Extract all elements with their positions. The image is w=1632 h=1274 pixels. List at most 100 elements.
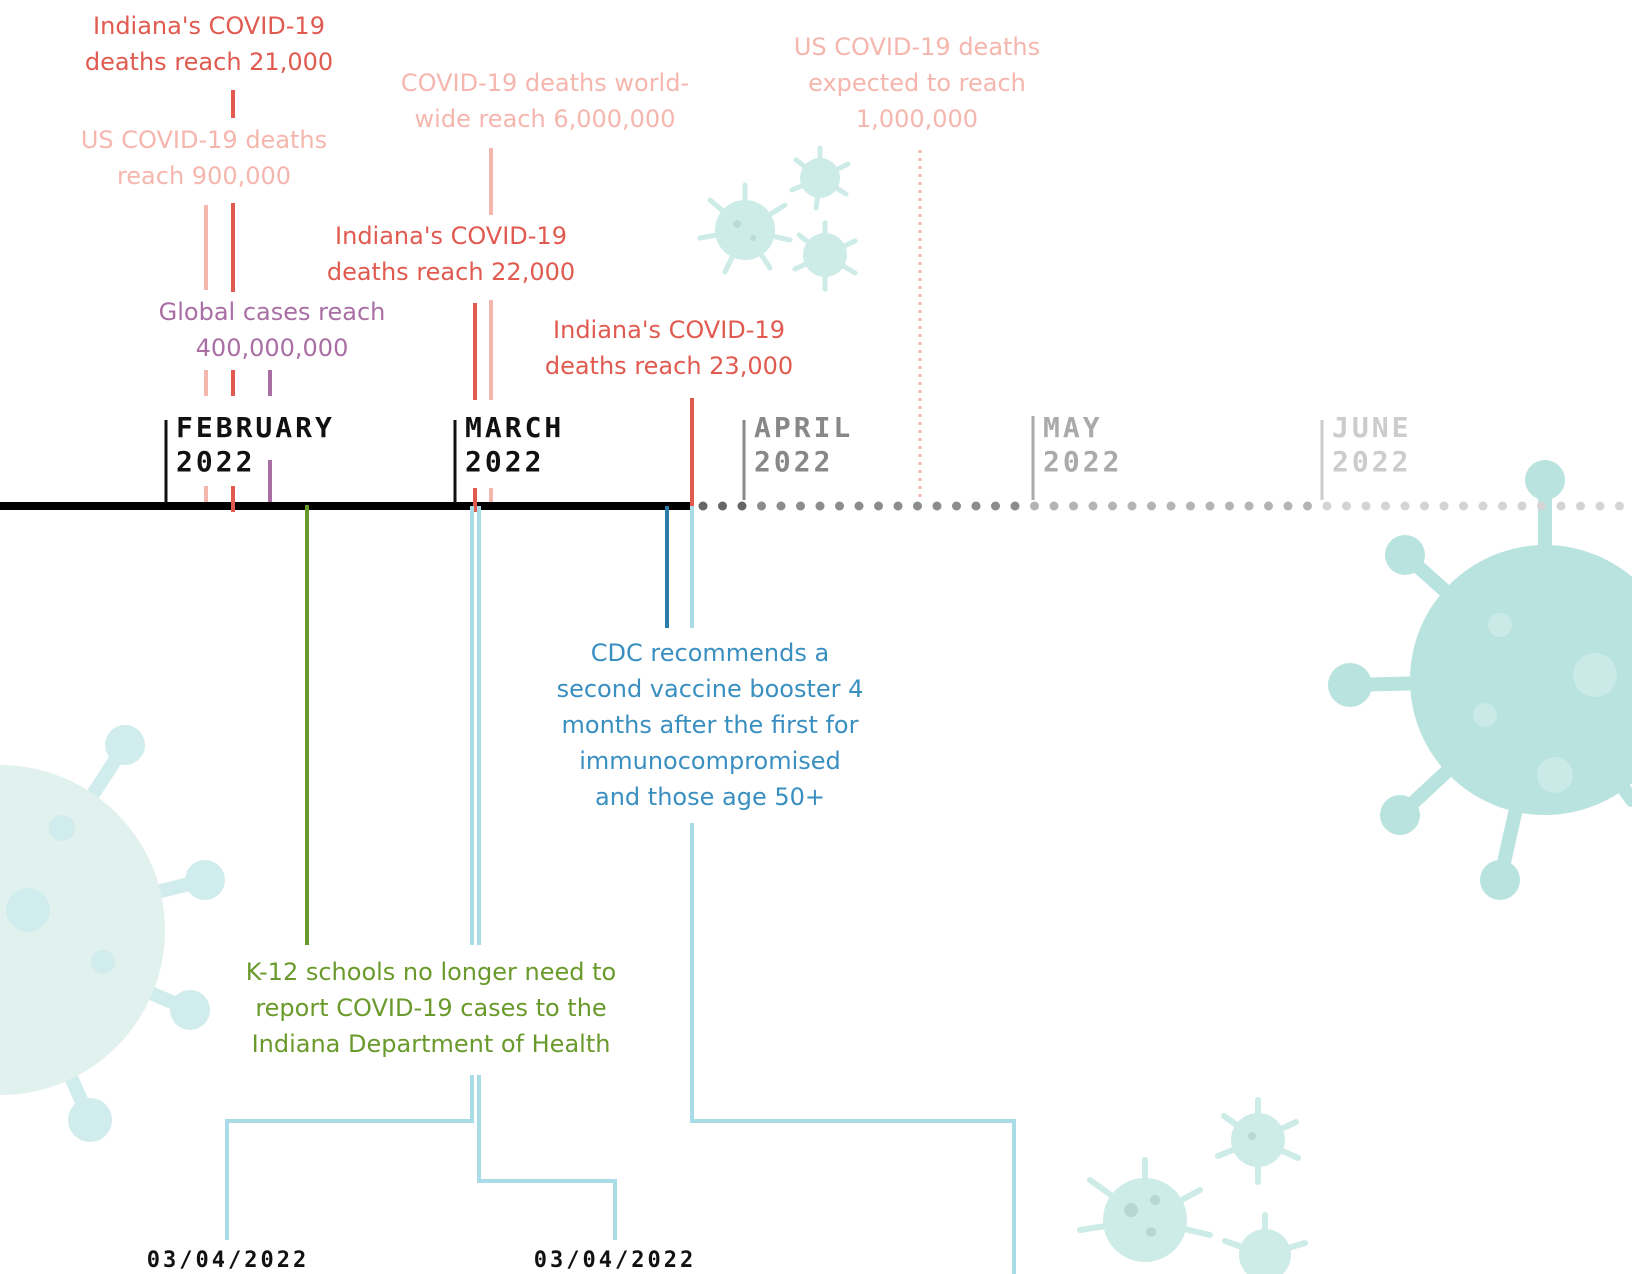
event-world-deaths-6m: COVID-19 deaths world- wide reach 6,000,… <box>401 65 689 137</box>
date-label-left: 03/04/2022 <box>146 1248 310 1273</box>
axis-dot <box>1303 501 1312 511</box>
event-text: deaths reach 21,000 <box>84 48 334 76</box>
event-text: second vaccine booster 4 <box>556 675 864 703</box>
event-text: deaths reach 22,000 <box>326 258 576 286</box>
event-text: K-12 schools no longer need to <box>245 958 617 986</box>
axis-dot <box>1439 501 1449 511</box>
axis-dot <box>1322 501 1332 511</box>
event-text: Indiana's COVID-19 <box>553 316 785 344</box>
month-name: JUNE <box>1332 411 1412 444</box>
axis-dot <box>757 501 766 511</box>
month-name: APRIL <box>754 411 854 444</box>
axis-dot <box>1147 501 1156 511</box>
axis-dot <box>913 501 922 511</box>
event-cdc-second-booster: CDC recommends a second vaccine booster … <box>557 635 864 815</box>
event-text: months after the first for <box>561 711 859 739</box>
virus-icon <box>0 725 225 1142</box>
axis-dot <box>1186 501 1195 511</box>
axis-dot <box>932 501 942 511</box>
month-march: MARCH 2022 <box>465 411 564 479</box>
axis-dot <box>815 501 825 511</box>
axis-dot <box>796 501 805 511</box>
event-text: US COVID-19 deaths <box>793 33 1041 61</box>
event-indiana-deaths-23000: Indiana's COVID-19 deaths reach 23,000 <box>545 312 793 384</box>
event-text: US COVID-19 deaths <box>80 126 328 154</box>
event-text: immunocompromised <box>579 747 841 775</box>
axis-dot <box>1459 501 1468 511</box>
month-year: 2022 <box>1332 445 1412 478</box>
axis-dot <box>971 501 981 511</box>
event-text: wide reach 6,000,000 <box>414 105 676 133</box>
month-year: 2022 <box>754 445 834 478</box>
axis-dot <box>1361 501 1371 511</box>
month-year: 2022 <box>1043 445 1123 478</box>
virus-icon <box>1328 460 1632 900</box>
axis-dot <box>776 501 786 511</box>
axis-dot <box>1517 501 1527 511</box>
axis-dot <box>1283 501 1293 511</box>
event-text: CDC recommends a <box>590 639 830 667</box>
axis-dot <box>1381 501 1390 511</box>
axis-dot <box>1576 501 1585 511</box>
event-text: Indiana Department of Health <box>251 1030 611 1058</box>
month-name: MARCH <box>465 411 565 444</box>
axis-dot <box>1595 501 1605 511</box>
month-february: FEBRUARY 2022 <box>176 411 335 479</box>
event-text: Indiana's COVID-19 <box>93 12 325 40</box>
month-april: APRIL 2022 <box>754 411 853 479</box>
event-text: report COVID-19 cases to the <box>255 994 607 1022</box>
timeline-axis-dotted <box>698 501 1624 511</box>
axis-dot <box>1166 501 1176 511</box>
month-may: MAY 2022 <box>1043 411 1122 479</box>
event-text: expected to reach <box>808 69 1026 97</box>
month-year: 2022 <box>176 445 256 478</box>
axis-dot <box>835 501 844 511</box>
axis-dot <box>991 501 1000 511</box>
axis-dot <box>718 501 727 511</box>
axis-dot <box>1108 501 1117 511</box>
event-us-deaths-expected-1m: US COVID-19 deaths expected to reach 1,0… <box>794 29 1040 137</box>
event-text: 1,000,000 <box>855 105 979 133</box>
axis-dot <box>874 501 883 511</box>
axis-dot <box>1069 501 1078 511</box>
axis-dot <box>893 501 903 511</box>
axis-dot <box>1400 501 1410 511</box>
axis-dot <box>1342 501 1351 511</box>
event-us-deaths-900000: US COVID-19 deaths reach 900,000 <box>81 122 327 194</box>
axis-dot <box>952 501 961 511</box>
axis-dot <box>1127 501 1137 511</box>
axis-dot <box>1420 501 1429 511</box>
axis-dot <box>1615 501 1624 511</box>
axis-dot <box>1498 501 1507 511</box>
axis-dot <box>1478 501 1488 511</box>
axis-dot <box>1225 501 1234 511</box>
month-june: JUNE 2022 <box>1332 411 1411 479</box>
date-label-right: 03/04/2022 <box>533 1248 697 1273</box>
axis-dot <box>854 501 864 511</box>
month-name: FEBRUARY <box>176 411 335 444</box>
event-text: and those age 50+ <box>595 783 825 811</box>
axis-dot <box>1264 501 1273 511</box>
event-indiana-deaths-21000: Indiana's COVID-19 deaths reach 21,000 <box>85 8 333 80</box>
virus-icon <box>1077 1097 1308 1274</box>
event-global-cases-400m: Global cases reach 400,000,000 <box>159 294 386 366</box>
axis-dot <box>698 501 708 511</box>
axis-dot <box>737 501 747 511</box>
event-text: reach 900,000 <box>116 162 292 190</box>
axis-dot <box>1030 501 1039 511</box>
virus-icon <box>697 145 858 292</box>
event-text: deaths reach 23,000 <box>544 352 794 380</box>
axis-dot <box>1537 501 1546 511</box>
event-indiana-deaths-22000: Indiana's COVID-19 deaths reach 22,000 <box>327 218 575 290</box>
axis-dot <box>1205 501 1215 511</box>
axis-dot <box>1049 501 1059 511</box>
event-k12-schools-reporting: K-12 schools no longer need to report CO… <box>246 954 616 1062</box>
month-year: 2022 <box>465 445 545 478</box>
event-text: Indiana's COVID-19 <box>335 222 567 250</box>
axis-dot <box>1244 501 1254 511</box>
event-text: COVID-19 deaths world- <box>400 69 690 97</box>
axis-dot <box>1556 501 1566 511</box>
axis-dot <box>1010 501 1020 511</box>
